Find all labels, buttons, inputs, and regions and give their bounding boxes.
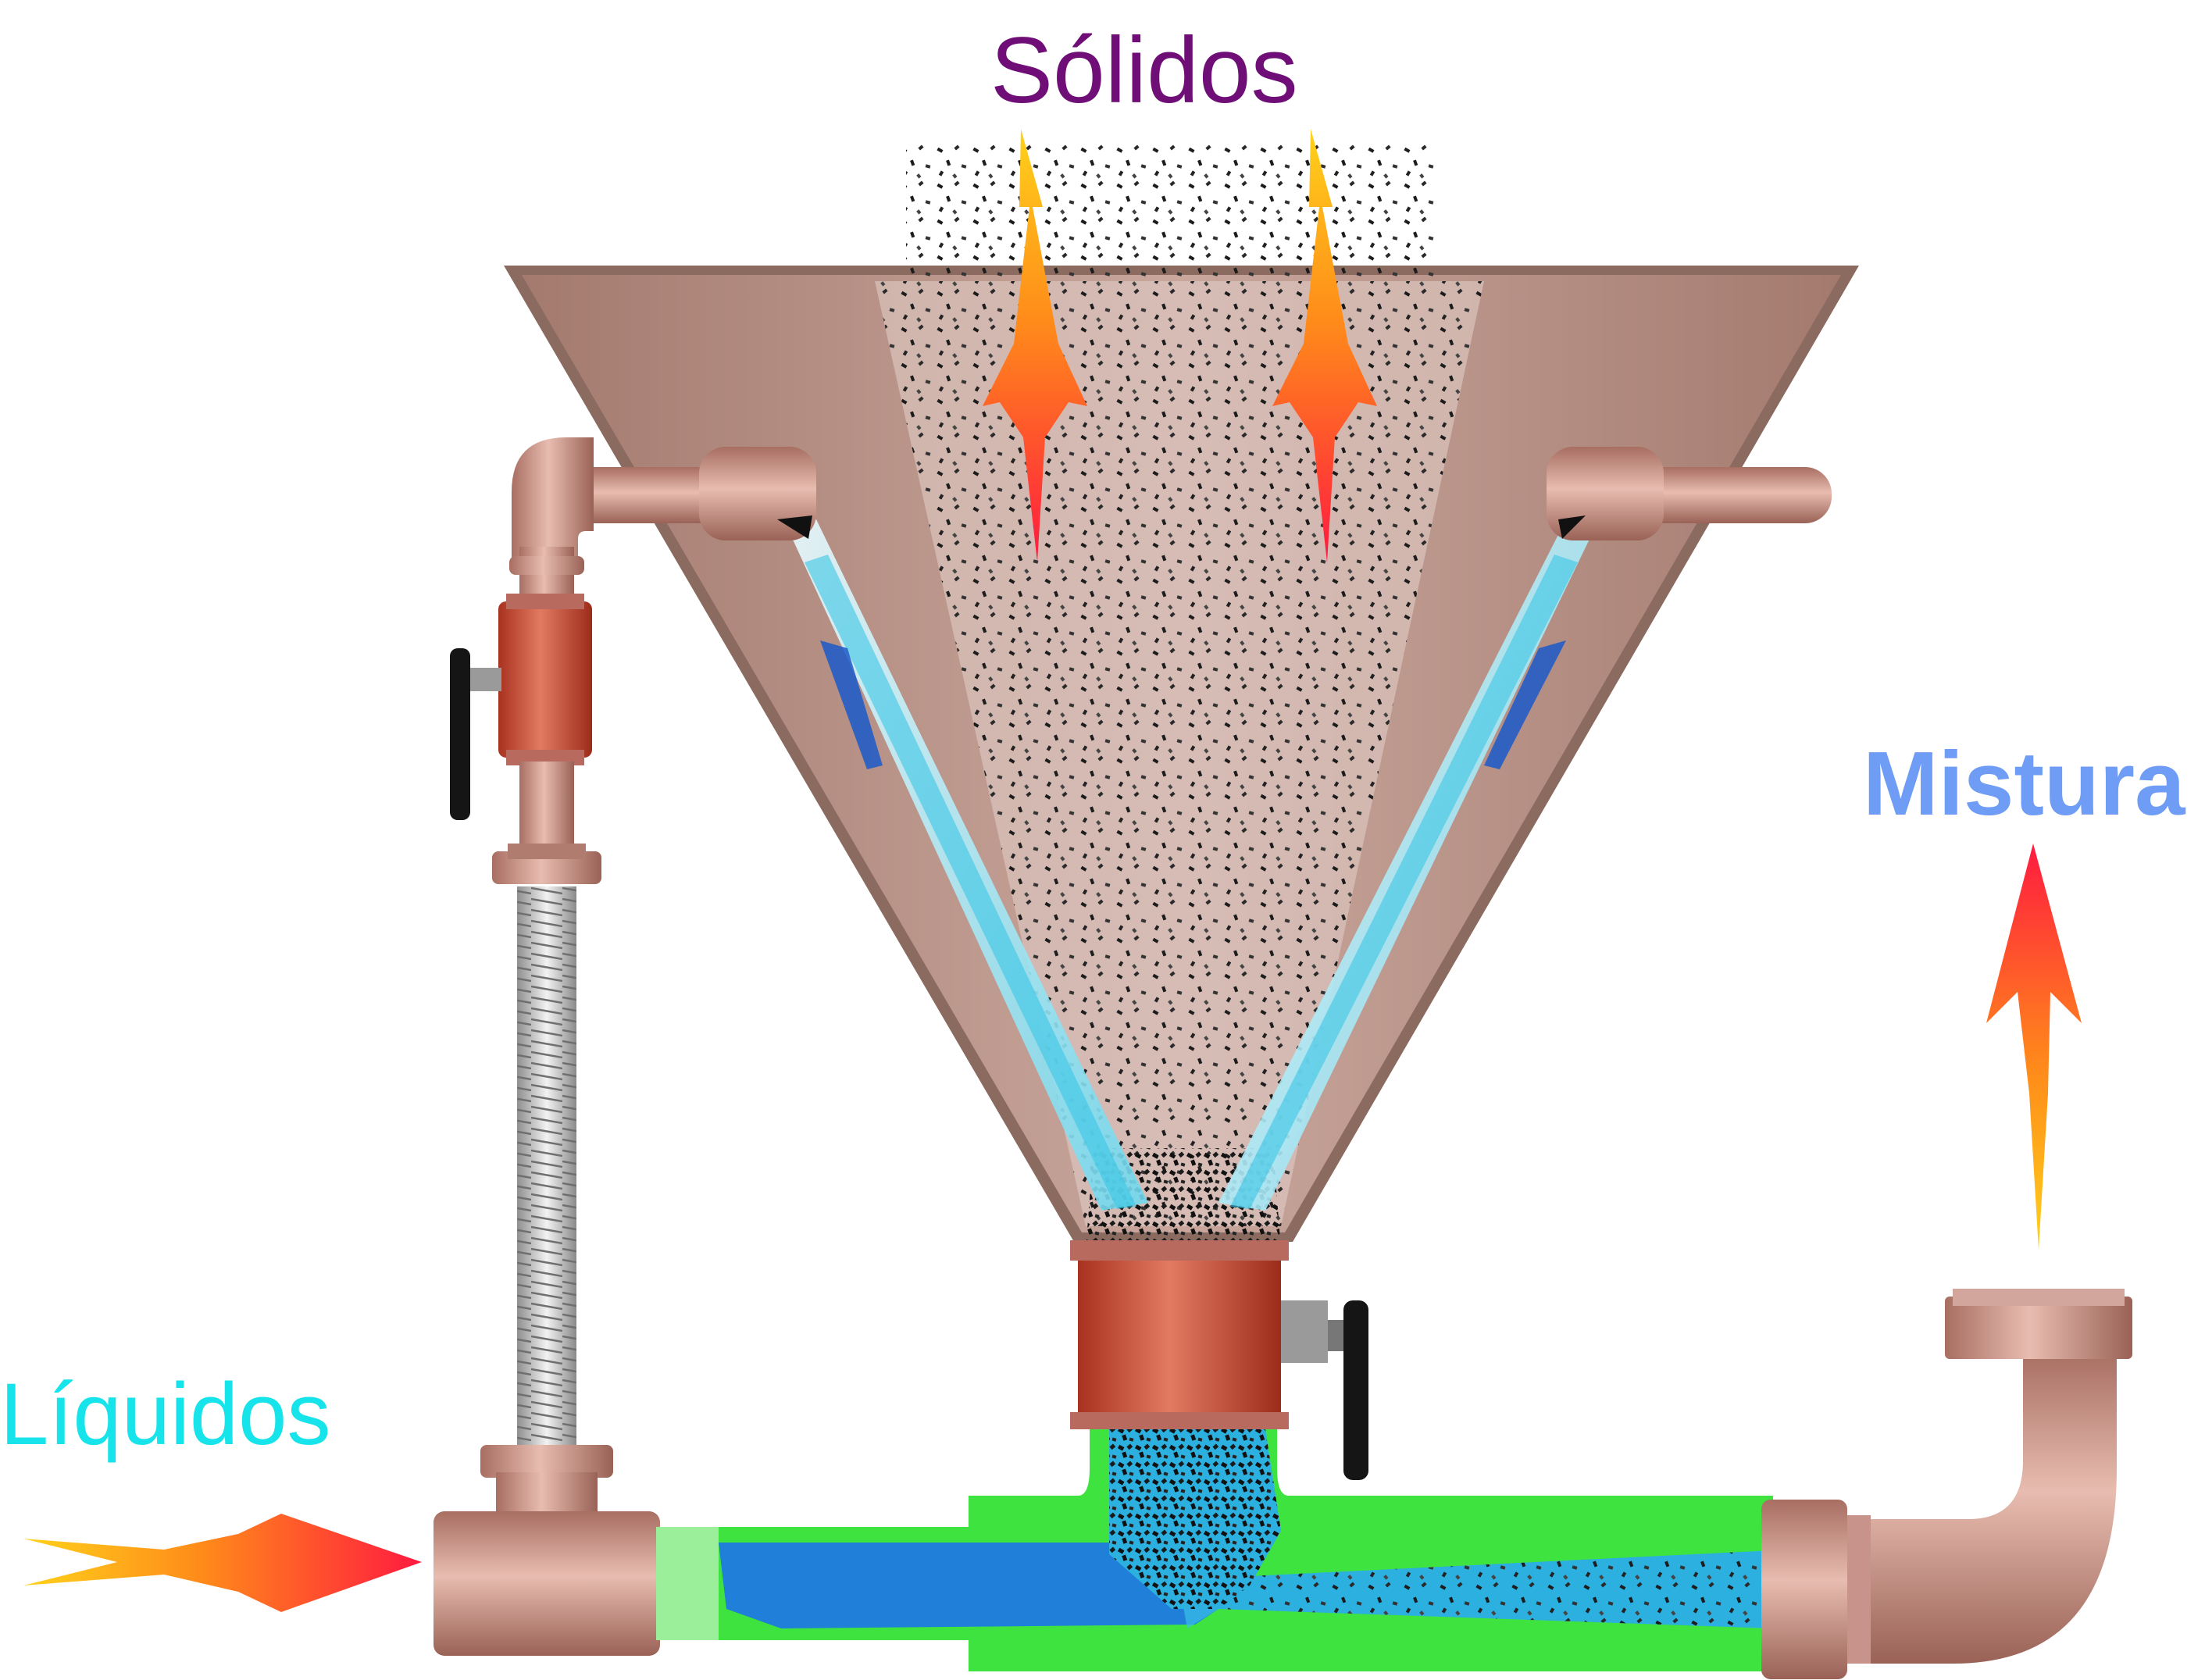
liquids-label: Líquidos — [0, 1365, 331, 1463]
mixture-flow — [1109, 1429, 1773, 1628]
solids-arrow-left — [983, 129, 1087, 562]
solids-label: Sólidos — [990, 18, 1298, 123]
hopper-cone — [504, 266, 1859, 1242]
liquids-arrow — [23, 1514, 422, 1612]
flexible-hose — [517, 886, 576, 1449]
valve-body-center — [1070, 1240, 1289, 1429]
supply-elbow — [512, 437, 594, 562]
valve-body-left — [498, 594, 592, 765]
nozzle-left — [562, 447, 816, 540]
water-jet-right — [1218, 519, 1593, 1211]
supply-pipe-upper — [509, 547, 584, 601]
outlet-coupling — [1761, 1500, 1871, 1679]
outlet-elbow — [1871, 1289, 2132, 1664]
mixture-label: Mistura — [1863, 733, 2185, 834]
solids-particles-concentrated — [1086, 1148, 1281, 1250]
valve-handle-left — [450, 648, 501, 820]
solids-arrow-right — [1272, 129, 1377, 562]
valve-handle-center — [1281, 1300, 1368, 1480]
supply-coupling — [492, 762, 601, 884]
mixture-arrow — [1986, 844, 2082, 1250]
water-jet-left — [789, 519, 1148, 1211]
nozzle-right — [1547, 447, 1832, 540]
solids-particles-falling — [906, 144, 1437, 277]
inlet-tee-fitting — [434, 1445, 660, 1656]
